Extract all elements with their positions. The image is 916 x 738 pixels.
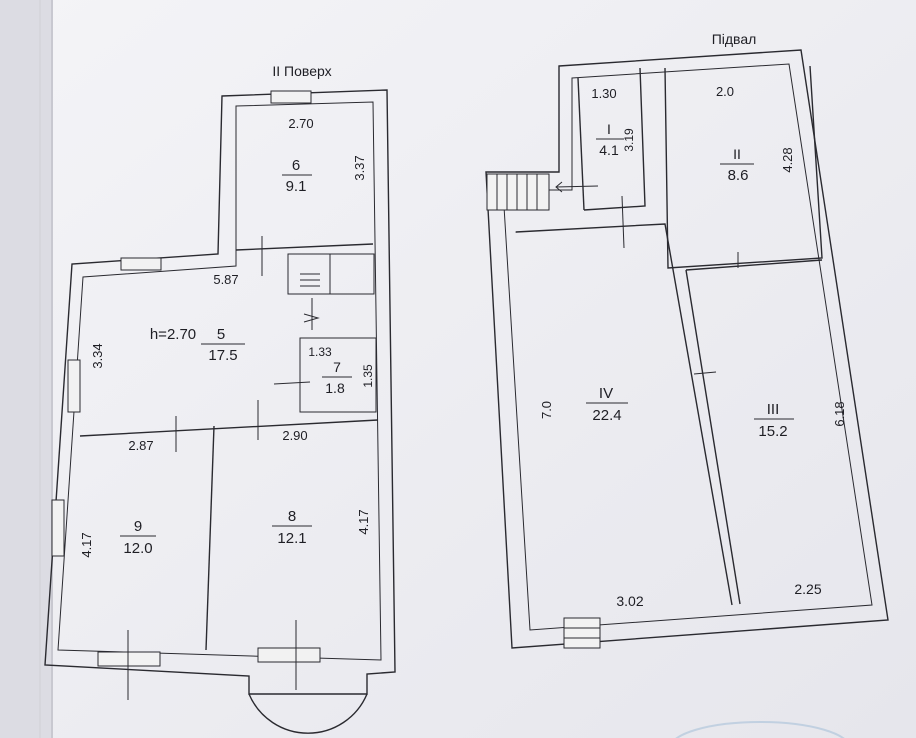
room-7-height: 1.35: [361, 364, 375, 388]
room-5-width: 5.87: [213, 272, 238, 287]
room-II-area: 8.6: [728, 167, 749, 184]
room-8: 2.90 8 12.1 4.17: [272, 428, 371, 547]
room-6-width: 2.70: [288, 116, 313, 131]
door-mark: [621, 195, 625, 249]
balcony-arc: [248, 693, 368, 734]
room-II-width: 2.0: [716, 84, 734, 99]
room-9-number: 9: [134, 518, 142, 535]
basement-outer-wall: [485, 49, 889, 649]
room-IV-number: IV: [599, 385, 613, 402]
room-II-height: 4.28: [780, 147, 795, 172]
partition-wall: [685, 269, 741, 605]
basement-inner-wall-outline: [502, 63, 873, 631]
room-9-width: 2.87: [128, 438, 153, 453]
partition-wall: [685, 259, 823, 271]
basement-plan: Підвал 1.30 I 4.1 3.19: [485, 31, 889, 649]
partition-wall: [205, 425, 215, 651]
room-5-height: 3.34: [90, 343, 105, 368]
room-5-area: 17.5: [208, 347, 237, 364]
room-IV-height: 7.0: [539, 401, 554, 419]
window: [67, 359, 81, 413]
window: [97, 651, 161, 667]
room-8-width: 2.90: [282, 428, 307, 443]
door-mark: [273, 381, 311, 385]
room-II-number: II: [733, 146, 741, 162]
second-floor-plan: II Поверх 2.70 6: [44, 63, 396, 734]
stair-outline: [287, 253, 375, 295]
room-9-height: 4.17: [79, 532, 94, 557]
window: [51, 499, 65, 557]
room-I-width: 1.30: [591, 86, 616, 101]
room-6-area: 9.1: [286, 178, 307, 195]
entry-arrow-icon: [555, 181, 599, 193]
stair-arrow-icon: [303, 313, 320, 323]
room-7-area: 1.8: [325, 380, 345, 396]
room-9-area: 12.0: [123, 540, 152, 557]
room-7-outline: [299, 337, 377, 413]
partition-wall: [515, 223, 733, 606]
room-5-ceiling-height: h=2.70: [150, 326, 196, 343]
room-9: 2.87 9 12.0 4.17: [79, 438, 156, 558]
room-IV-width: 3.02: [616, 593, 643, 609]
entry-stair: [486, 173, 550, 211]
room-I-height: 3.19: [622, 128, 636, 152]
window: [257, 647, 321, 663]
room-6-number: 6: [292, 157, 300, 174]
partition-wall: [79, 419, 379, 437]
room-I-number: I: [607, 121, 611, 137]
room-6: 2.70 6 9.1 3.37: [282, 116, 367, 195]
room-6-height: 3.37: [352, 155, 367, 180]
basement-title: Підвал: [712, 31, 757, 47]
partition-wall: [583, 67, 646, 211]
window: [270, 90, 312, 104]
room-III-number: III: [767, 401, 780, 418]
second-floor-inner-wall-outline: [57, 101, 382, 661]
room-III-height: 6.18: [832, 401, 847, 426]
room-8-area: 12.1: [277, 530, 306, 547]
room-5-number: 5: [217, 326, 225, 343]
partition-wall: [577, 77, 585, 211]
room-7: 1.33 7 1.8 1.35: [308, 345, 375, 396]
window: [120, 257, 162, 271]
room-II: 2.0 II 8.6 4.28: [716, 84, 795, 184]
room-I: 1.30 I 4.1 3.19: [591, 86, 636, 158]
second-floor-title: II Поверх: [272, 63, 331, 79]
room-III-width: 2.25: [794, 581, 821, 597]
room-III: III 15.2 6.18 2.25: [754, 401, 847, 597]
room-7-width: 1.33: [308, 345, 332, 359]
room-IV-area: 22.4: [592, 407, 621, 424]
room-5: 5.87 h=2.70 5 17.5 3.34: [90, 272, 245, 369]
room-7-number: 7: [333, 359, 341, 375]
partition-wall: [235, 243, 374, 251]
door-mark: [693, 371, 717, 375]
room-8-height: 4.17: [356, 509, 371, 534]
window: [563, 617, 601, 649]
room-IV: IV 22.4 7.0 3.02: [539, 385, 644, 609]
room-III-area: 15.2: [758, 423, 787, 440]
room-8-number: 8: [288, 508, 296, 525]
partition-wall: [664, 65, 823, 269]
room-I-area: 4.1: [599, 142, 619, 158]
